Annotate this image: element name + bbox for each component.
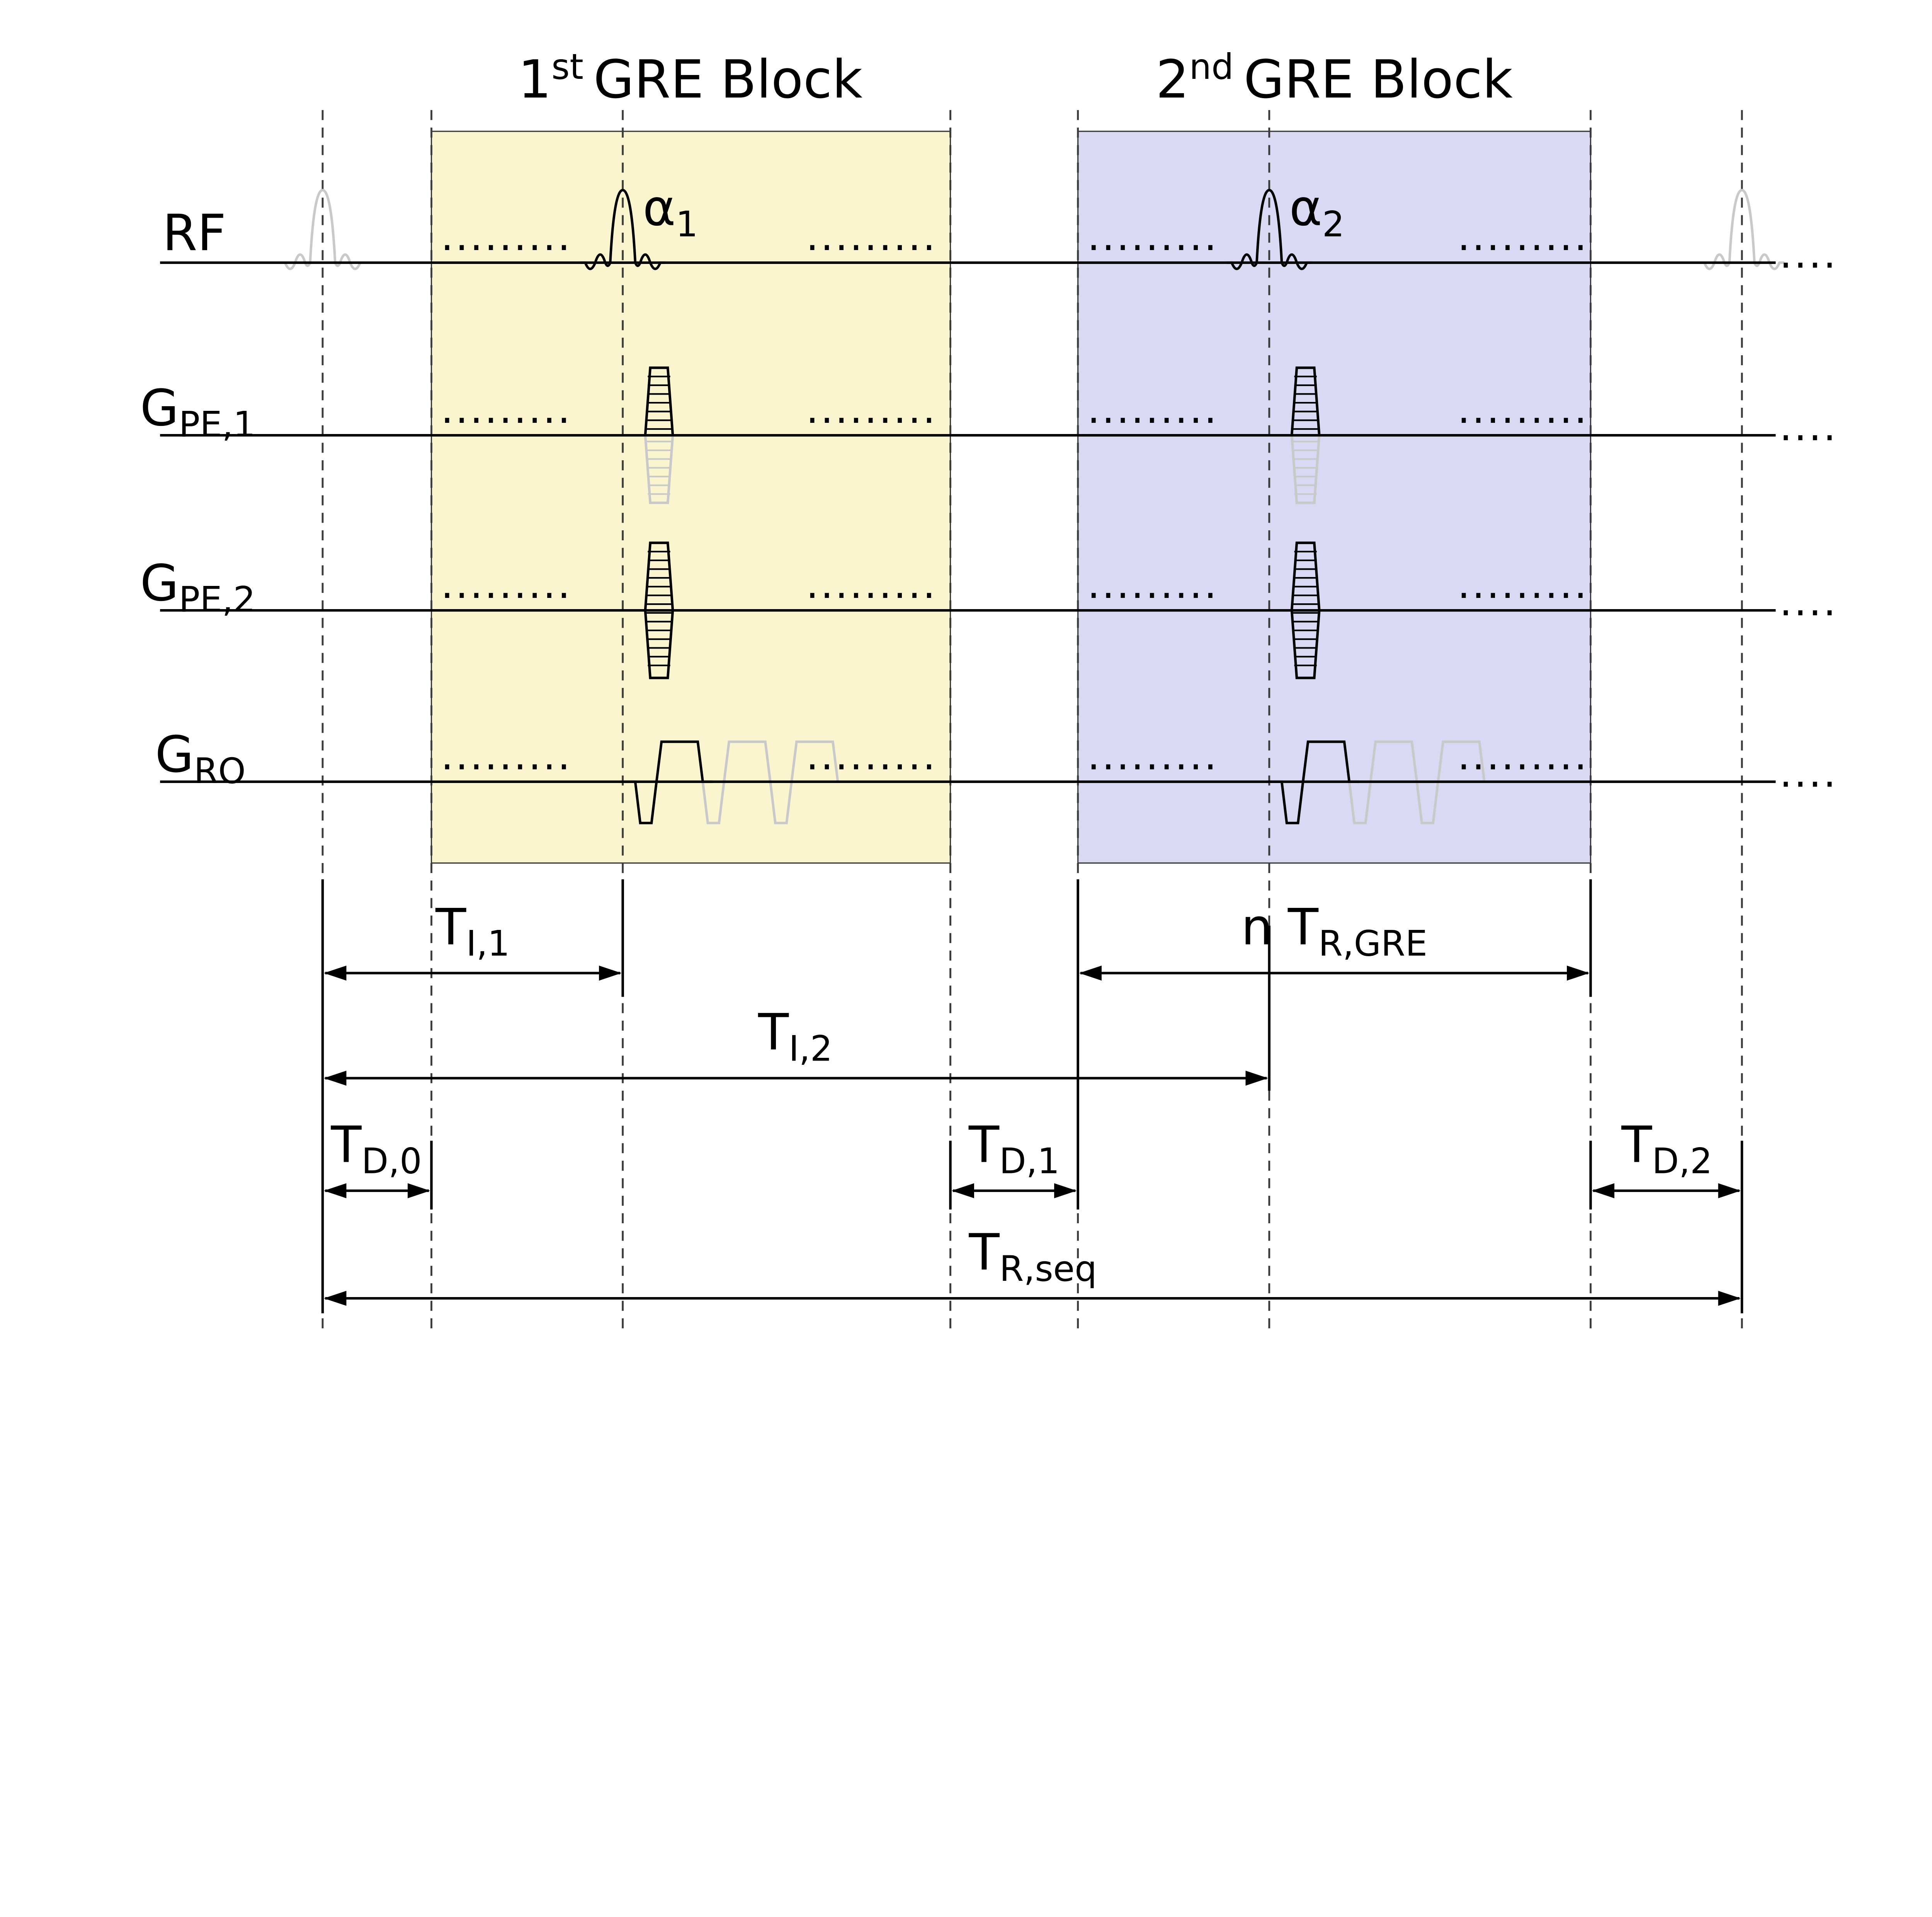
main-waveforms [160,190,1776,1314]
dotted-segment: ......... [1087,213,1219,260]
dotted-segments: ......... ......... ......... ......... … [441,213,1589,779]
row-label-rf: RF [163,204,226,262]
dotted-segment: ......... [1458,561,1589,608]
dotted-segment: ......... [806,213,937,260]
dotted-segment: ......... [1087,386,1219,432]
dotted-segment: ......... [806,386,937,432]
timing-label-ti1: TI,1 [435,898,510,964]
timing-label-trseq: TR,seq [968,1223,1097,1289]
timing-label-td2: TD,2 [1621,1115,1712,1182]
dotted-segment: ......... [1458,732,1589,779]
axis-continuation-dots: .... [1779,403,1838,450]
row-label-gpe1: GPE,1 [140,379,255,445]
timing-label-ti2: TI,2 [758,1003,832,1069]
dotted-segment: ......... [441,213,572,260]
dotted-segment: ......... [1458,386,1589,432]
row-label-gro: GRO [155,725,246,792]
dotted-segment: ......... [1087,732,1219,779]
axis-continuation-dots: .... [1779,231,1838,278]
timing-label-td0: TD,0 [330,1115,422,1182]
dotted-segment: ......... [806,732,937,779]
timing-label-td1: TD,1 [968,1115,1060,1182]
row-label-gpe2: GPE,2 [140,554,255,620]
dotted-segment: ......... [441,561,572,608]
alpha2-label: α2 [1289,179,1345,245]
dotted-segment: ......... [441,386,572,432]
dotted-segment: ......... [1087,561,1219,608]
dotted-segment: ......... [441,732,572,779]
axis-continuation-dots: .... [1779,750,1838,797]
axis-continuation-dots: .... [1779,579,1838,625]
dotted-segment: ......... [1458,213,1589,260]
axis-end-dots: .... .... .... .... [1779,231,1838,797]
alpha1-label: α1 [643,179,698,245]
dotted-segment: ......... [806,561,937,608]
